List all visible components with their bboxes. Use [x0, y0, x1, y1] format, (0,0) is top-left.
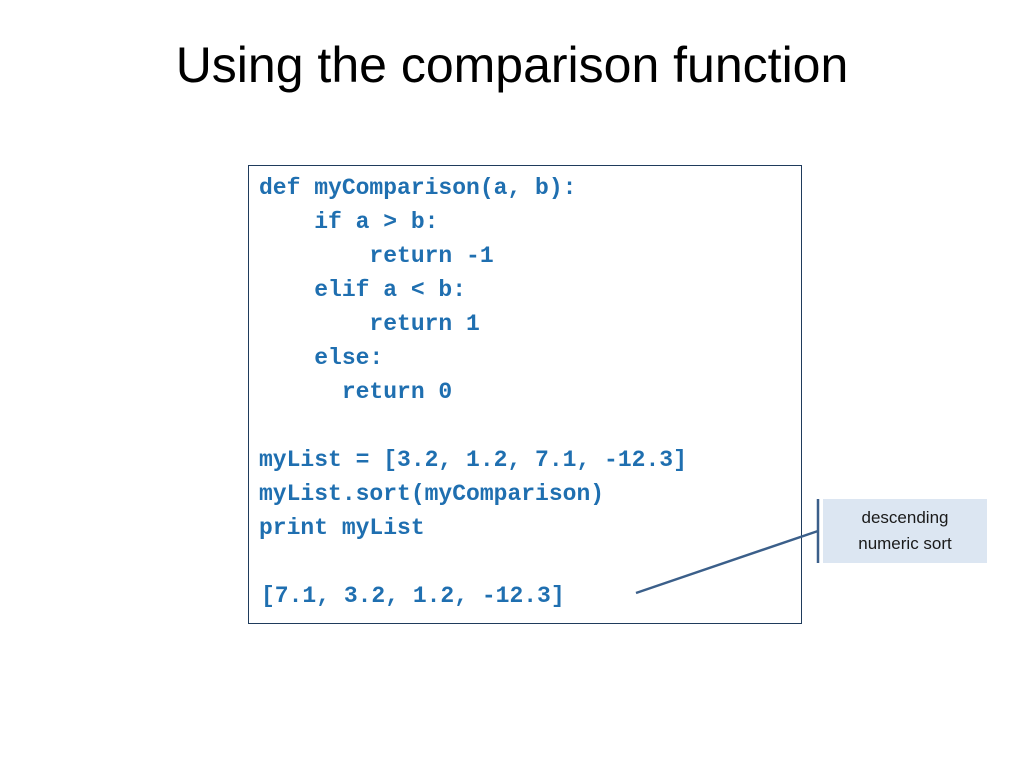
callout-text-line2: numeric sort	[858, 534, 952, 553]
code-line-if: if a > b:	[259, 209, 439, 235]
code-output: [7.1, 3.2, 1.2, -12.3]	[261, 583, 565, 609]
code-line-print: print myList	[259, 515, 425, 541]
code-line-return-zero: return 0	[259, 379, 453, 405]
code-box: def myComparison(a, b): if a > b: return…	[248, 165, 802, 624]
callout-text-line1: descending	[861, 508, 949, 527]
code-line-def: def myComparison(a, b):	[259, 175, 577, 201]
code-line-return-pos: return 1	[259, 311, 480, 337]
code-line-mylist: myList = [3.2, 1.2, 7.1, -12.3]	[259, 447, 687, 473]
callout-box: descending numeric sort	[823, 499, 987, 563]
code-line-elif: elif a < b:	[259, 277, 467, 303]
slide-title: Using the comparison function	[175, 37, 849, 93]
code-line-else: else:	[259, 345, 384, 371]
code-line-return-neg: return -1	[259, 243, 494, 269]
code-line-sort: myList.sort(myComparison)	[259, 481, 605, 507]
